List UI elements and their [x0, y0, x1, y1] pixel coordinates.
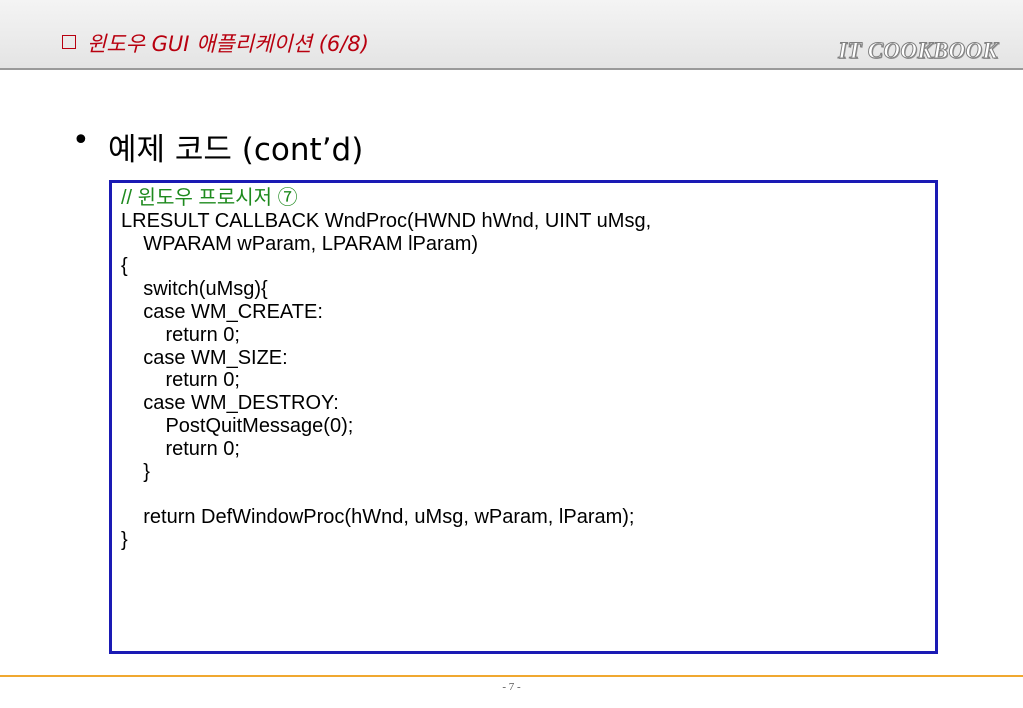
code-line: switch(uMsg){ — [121, 278, 268, 301]
code-line: case WM_DESTROY: — [121, 392, 339, 415]
slide-title: 윈도우 GUI 애플리케이션 (6/8) — [87, 32, 369, 56]
code-line: return 0; — [121, 369, 240, 392]
code-line: return DefWindowProc(hWnd, uMsg, wParam,… — [121, 506, 635, 529]
code-line: return 0; — [121, 437, 240, 460]
code-line: return 0; — [121, 323, 240, 346]
code-line: PostQuitMessage(0); — [121, 414, 354, 437]
brand-logo-text: IT COOKBOOK — [838, 38, 999, 64]
code-line: // 윈도우 프로시저 ⑦ — [121, 187, 298, 209]
checkbox-bullet-icon — [62, 35, 76, 49]
code-line: { — [121, 255, 128, 278]
code-line: } — [121, 528, 128, 551]
code-block: // 윈도우 프로시저 ⑦ LRESULT CALLBACK WndProc(H… — [121, 187, 651, 552]
code-line: WPARAM wParam, LPARAM lParam) — [121, 232, 479, 255]
code-box: // 윈도우 프로시저 ⑦ LRESULT CALLBACK WndProc(H… — [109, 180, 938, 654]
code-line — [121, 483, 651, 506]
page-number: - 7 - — [502, 681, 521, 693]
code-line: } — [121, 460, 150, 483]
footer-divider — [0, 675, 1023, 677]
code-line: case WM_CREATE: — [121, 300, 323, 323]
bullet-dot-icon: • — [72, 123, 90, 158]
slide-header: 윈도우 GUI 애플리케이션 (6/8) IT COOKBOOK — [0, 0, 1023, 70]
code-line: case WM_SIZE: — [121, 346, 288, 369]
code-line: LRESULT CALLBACK WndProc(HWND hWnd, UINT… — [121, 209, 652, 232]
bullet-heading: 예제 코드 (cont’d) — [108, 132, 364, 168]
